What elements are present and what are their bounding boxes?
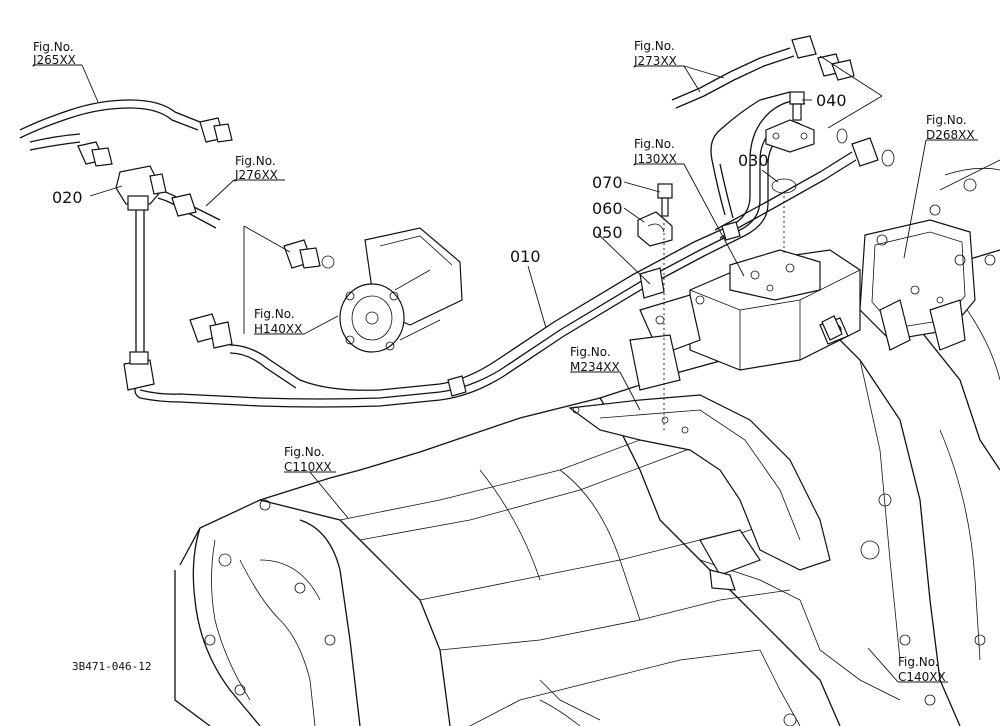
fig-ref-j265-line1: Fig.No. <box>33 40 74 54</box>
part-callout-070[interactable]: 070 <box>592 173 623 192</box>
part-callout-050[interactable]: 050 <box>592 223 623 242</box>
fig-ref-c110-line2: C110XX <box>284 460 332 474</box>
fig-ref-m234-line2: M234XX <box>570 360 620 374</box>
fig-ref-m234[interactable]: Fig.No. M234XX <box>570 345 620 374</box>
fig-ref-c140[interactable]: Fig.No. C140XX <box>898 655 946 684</box>
fig-ref-d268-line2: D268XX <box>926 128 975 142</box>
fittings <box>77 35 895 391</box>
support-bracket <box>568 394 831 591</box>
leader-lines <box>33 55 978 683</box>
part-callout-010[interactable]: 010 <box>510 247 541 266</box>
hydraulic-pipes <box>19 47 857 408</box>
fig-ref-h140[interactable]: Fig.No. H140XX <box>254 307 302 336</box>
part-callout-020[interactable]: 020 <box>52 188 83 207</box>
fig-ref-h140-line1: Fig.No. <box>254 307 295 321</box>
fig-ref-h140-line2: H140XX <box>254 322 302 336</box>
fig-ref-j130-line2: J130XX <box>633 152 677 166</box>
fig-ref-c110[interactable]: Fig.No. C110XX <box>284 445 332 474</box>
fig-ref-j273-line1: Fig.No. <box>634 39 675 53</box>
drawing-code: 3B471-046-12 <box>72 660 151 673</box>
fig-ref-j130-line1: Fig.No. <box>634 137 675 151</box>
part-callout-040[interactable]: 040 <box>816 91 847 110</box>
fig-ref-j276-line1: Fig.No. <box>235 154 276 168</box>
fig-ref-c140-line1: Fig.No. <box>898 655 939 669</box>
transmission-housing <box>174 249 1000 726</box>
fig-ref-d268-line1: Fig.No. <box>926 113 967 127</box>
fig-ref-j273[interactable]: Fig.No. J273XX <box>633 39 677 68</box>
part-callout-060[interactable]: 060 <box>592 199 623 218</box>
fig-ref-j276[interactable]: Fig.No. J276XX <box>234 154 278 182</box>
valve-body <box>629 249 861 391</box>
fig-ref-c140-line2: C140XX <box>898 670 946 684</box>
rear-cover <box>859 159 1000 351</box>
fig-ref-j265[interactable]: Fig.No. J265XX <box>32 40 76 67</box>
hydraulic-pump <box>339 227 463 353</box>
fig-ref-m234-line1: Fig.No. <box>570 345 611 359</box>
part-callout-030[interactable]: 030 <box>738 151 769 170</box>
fig-ref-d268[interactable]: Fig.No. D268XX <box>926 113 975 142</box>
fig-ref-j130[interactable]: Fig.No. J130XX <box>633 137 677 166</box>
fig-ref-c110-line1: Fig.No. <box>284 445 325 459</box>
fig-ref-j273-line2: J273XX <box>633 54 677 68</box>
fig-ref-j276-line2: J276XX <box>234 168 278 182</box>
fig-ref-j265-line2: J265XX <box>32 53 76 67</box>
